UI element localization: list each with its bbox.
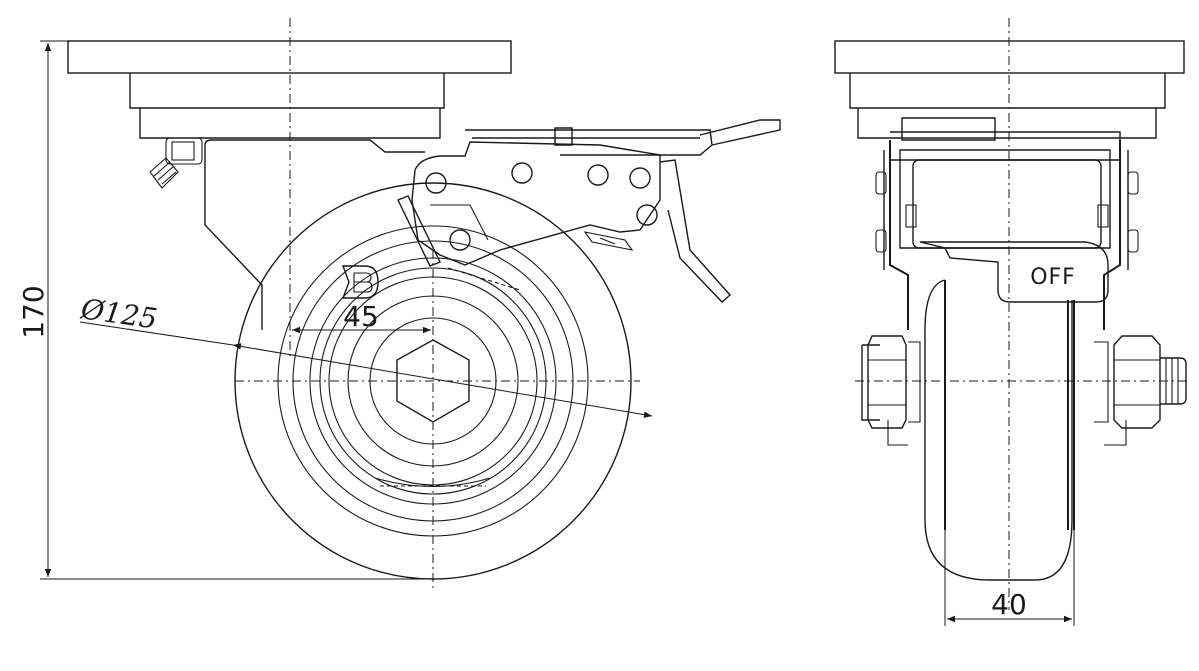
width-value: 40	[991, 588, 1027, 621]
swivel-housing	[129, 73, 445, 109]
rivet-icon	[511, 162, 533, 184]
rivet-icon	[629, 167, 651, 189]
diameter-label: Ø125	[78, 292, 159, 335]
rivet-icon	[587, 164, 609, 186]
grease-nipple-icon	[149, 137, 203, 189]
side-view	[67, 40, 781, 580]
offset-dimension: 45	[292, 300, 431, 334]
diameter-value: 125	[102, 295, 160, 335]
diameter-symbol: Ø	[78, 292, 107, 328]
height-dimension: 170	[17, 40, 433, 580]
brake-lever	[919, 241, 1109, 303]
fork-leg	[204, 145, 263, 330]
brake-plate	[411, 141, 661, 266]
width-dimension: 40	[944, 530, 1075, 626]
diameter-dimension: Ø125	[78, 292, 653, 418]
wheel-front	[924, 279, 1073, 581]
rivet-icon	[636, 204, 658, 226]
offset-value: 45	[343, 300, 379, 333]
fork-frame	[889, 140, 1121, 330]
brake-pedal	[659, 159, 731, 303]
rivet-icon	[449, 229, 471, 251]
brake-off-label: OFF	[1030, 265, 1076, 290]
front-view: OFF	[834, 40, 1187, 581]
brake-mechanism	[397, 119, 781, 303]
height-value: 170	[17, 285, 50, 338]
